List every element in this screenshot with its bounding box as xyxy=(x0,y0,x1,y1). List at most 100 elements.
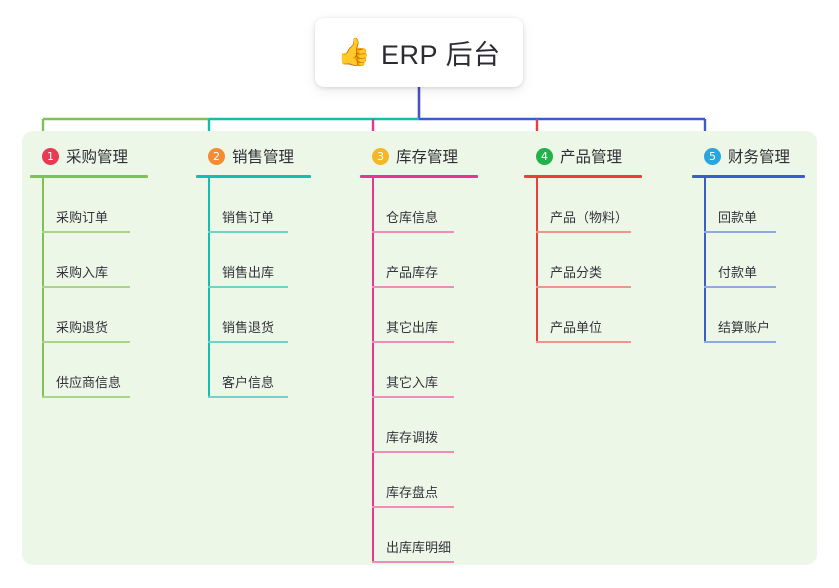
branch-item-label: 其它入库 xyxy=(386,375,439,390)
branch-item-label: 产品单位 xyxy=(550,320,603,335)
branch-item-rule xyxy=(704,231,776,233)
branch-item[interactable]: 供应商信息 xyxy=(30,343,160,398)
branch-item-rule xyxy=(372,341,454,343)
branch-item-label: 产品（物料） xyxy=(550,210,629,225)
branch-item[interactable]: 付款单 xyxy=(692,233,812,288)
branch-title: 产品管理 xyxy=(560,149,623,166)
branch-title: 库存管理 xyxy=(396,149,459,166)
branch-column-2: 2 销售管理销售订单销售出库销售退货客户信息 xyxy=(196,143,318,398)
branch-header-5[interactable]: 5 财务管理 xyxy=(692,143,812,169)
branch-title: 财务管理 xyxy=(728,149,791,166)
branch-item-label: 库存调拨 xyxy=(386,430,439,445)
branch-title: 采购管理 xyxy=(66,149,129,166)
branch-item-label: 采购退货 xyxy=(56,320,109,335)
branch-item-list: 采购订单采购入库采购退货供应商信息 xyxy=(30,178,160,398)
branch-item-label: 出库库明细 xyxy=(386,540,452,555)
branch-spine xyxy=(372,178,374,563)
branch-item-rule xyxy=(704,286,776,288)
branch-item-label: 产品分类 xyxy=(550,265,603,280)
branch-number-badge: 1 xyxy=(42,147,59,165)
branch-item-label: 销售订单 xyxy=(222,210,275,225)
branch-item-rule xyxy=(42,341,130,343)
branch-spine xyxy=(42,178,44,398)
branch-spine xyxy=(536,178,538,343)
branch-header-3[interactable]: 3 库存管理 xyxy=(360,143,486,169)
branch-header-rule xyxy=(524,175,642,178)
branch-item-rule xyxy=(208,231,288,233)
branch-item-rule xyxy=(536,231,631,233)
branch-item-label: 销售退货 xyxy=(222,320,275,335)
branch-item[interactable]: 库存调拨 xyxy=(360,398,486,453)
branch-item-list: 仓库信息产品库存其它出库其它入库库存调拨库存盘点出库库明细 xyxy=(360,178,486,563)
branch-header-rule xyxy=(692,175,805,178)
branch-header-2[interactable]: 2 销售管理 xyxy=(196,143,318,169)
branch-title: 销售管理 xyxy=(232,149,295,166)
branch-item[interactable]: 产品库存 xyxy=(360,233,486,288)
thumbs-up-icon: 👍 xyxy=(337,37,372,68)
branch-item[interactable]: 采购订单 xyxy=(30,178,160,233)
branch-item[interactable]: 采购退货 xyxy=(30,288,160,343)
branch-item-label: 销售出库 xyxy=(222,265,275,280)
branch-item-rule xyxy=(42,396,130,398)
branch-item-label: 客户信息 xyxy=(222,375,275,390)
branch-item[interactable]: 客户信息 xyxy=(196,343,318,398)
branch-item[interactable]: 仓库信息 xyxy=(360,178,486,233)
branch-item[interactable]: 回款单 xyxy=(692,178,812,233)
branch-item[interactable]: 库存盘点 xyxy=(360,453,486,508)
branch-item-rule xyxy=(372,451,454,453)
branch-spine xyxy=(704,178,706,343)
branch-item-label: 采购入库 xyxy=(56,265,109,280)
branch-item-label: 采购订单 xyxy=(56,210,109,225)
branch-number-badge: 5 xyxy=(704,147,721,165)
branch-item[interactable]: 销售订单 xyxy=(196,178,318,233)
branch-item-label: 结算账户 xyxy=(718,320,771,335)
branch-item[interactable]: 其它出库 xyxy=(360,288,486,343)
branch-item[interactable]: 采购入库 xyxy=(30,233,160,288)
branch-item-label: 回款单 xyxy=(718,210,758,225)
branch-item-list: 回款单付款单结算账户 xyxy=(692,178,812,343)
branch-item[interactable]: 出库库明细 xyxy=(360,508,486,563)
branch-item-rule xyxy=(208,341,288,343)
branch-item-label: 其它出库 xyxy=(386,320,439,335)
branch-item-rule xyxy=(372,231,454,233)
root-title: ERP 后台 xyxy=(381,40,501,70)
branch-header-rule xyxy=(30,175,148,178)
branch-item-list: 销售订单销售出库销售退货客户信息 xyxy=(196,178,318,398)
branch-item-list: 产品（物料） 产品分类产品单位 xyxy=(524,178,650,343)
branch-item-rule xyxy=(208,286,288,288)
branch-item-rule xyxy=(536,341,631,343)
branch-header-rule xyxy=(196,175,311,178)
branch-item[interactable]: 产品单位 xyxy=(524,288,650,343)
branch-header-4[interactable]: 4 产品管理 xyxy=(524,143,650,169)
branch-header-1[interactable]: 1 采购管理 xyxy=(30,143,160,169)
branch-item-label: 付款单 xyxy=(718,265,758,280)
branch-item[interactable]: 结算账户 xyxy=(692,288,812,343)
branch-number-badge: 2 xyxy=(208,147,225,165)
branch-item-label: 供应商信息 xyxy=(56,375,122,390)
branch-item[interactable]: 产品分类 xyxy=(524,233,650,288)
branch-item-rule xyxy=(372,561,454,563)
branch-number-badge: 3 xyxy=(372,147,389,165)
branch-item-rule xyxy=(208,396,288,398)
branch-item-label: 仓库信息 xyxy=(386,210,439,225)
branch-item-label: 产品库存 xyxy=(386,265,439,280)
branch-item[interactable]: 产品（物料） xyxy=(524,178,650,233)
branch-item[interactable]: 销售退货 xyxy=(196,288,318,343)
branch-item-rule xyxy=(42,231,130,233)
branch-column-5: 5 财务管理回款单付款单结算账户 xyxy=(692,143,812,343)
branch-column-1: 1 采购管理采购订单采购入库采购退货供应商信息 xyxy=(30,143,160,398)
branch-number-badge: 4 xyxy=(536,147,553,165)
branch-header-rule xyxy=(360,175,478,178)
branch-item-rule xyxy=(536,286,631,288)
branch-item[interactable]: 其它入库 xyxy=(360,343,486,398)
branches-panel xyxy=(22,131,817,565)
branch-item-rule xyxy=(372,396,454,398)
root-node[interactable]: 👍 ERP 后台 xyxy=(315,18,523,87)
branch-column-4: 4 产品管理产品（物料） 产品分类产品单位 xyxy=(524,143,650,343)
branch-item[interactable]: 销售出库 xyxy=(196,233,318,288)
branch-item-label: 库存盘点 xyxy=(386,485,439,500)
branch-column-3: 3 库存管理仓库信息产品库存其它出库其它入库库存调拨库存盘点出库库明细 xyxy=(360,143,486,563)
branch-item-rule xyxy=(704,341,776,343)
branch-item-rule xyxy=(372,286,454,288)
